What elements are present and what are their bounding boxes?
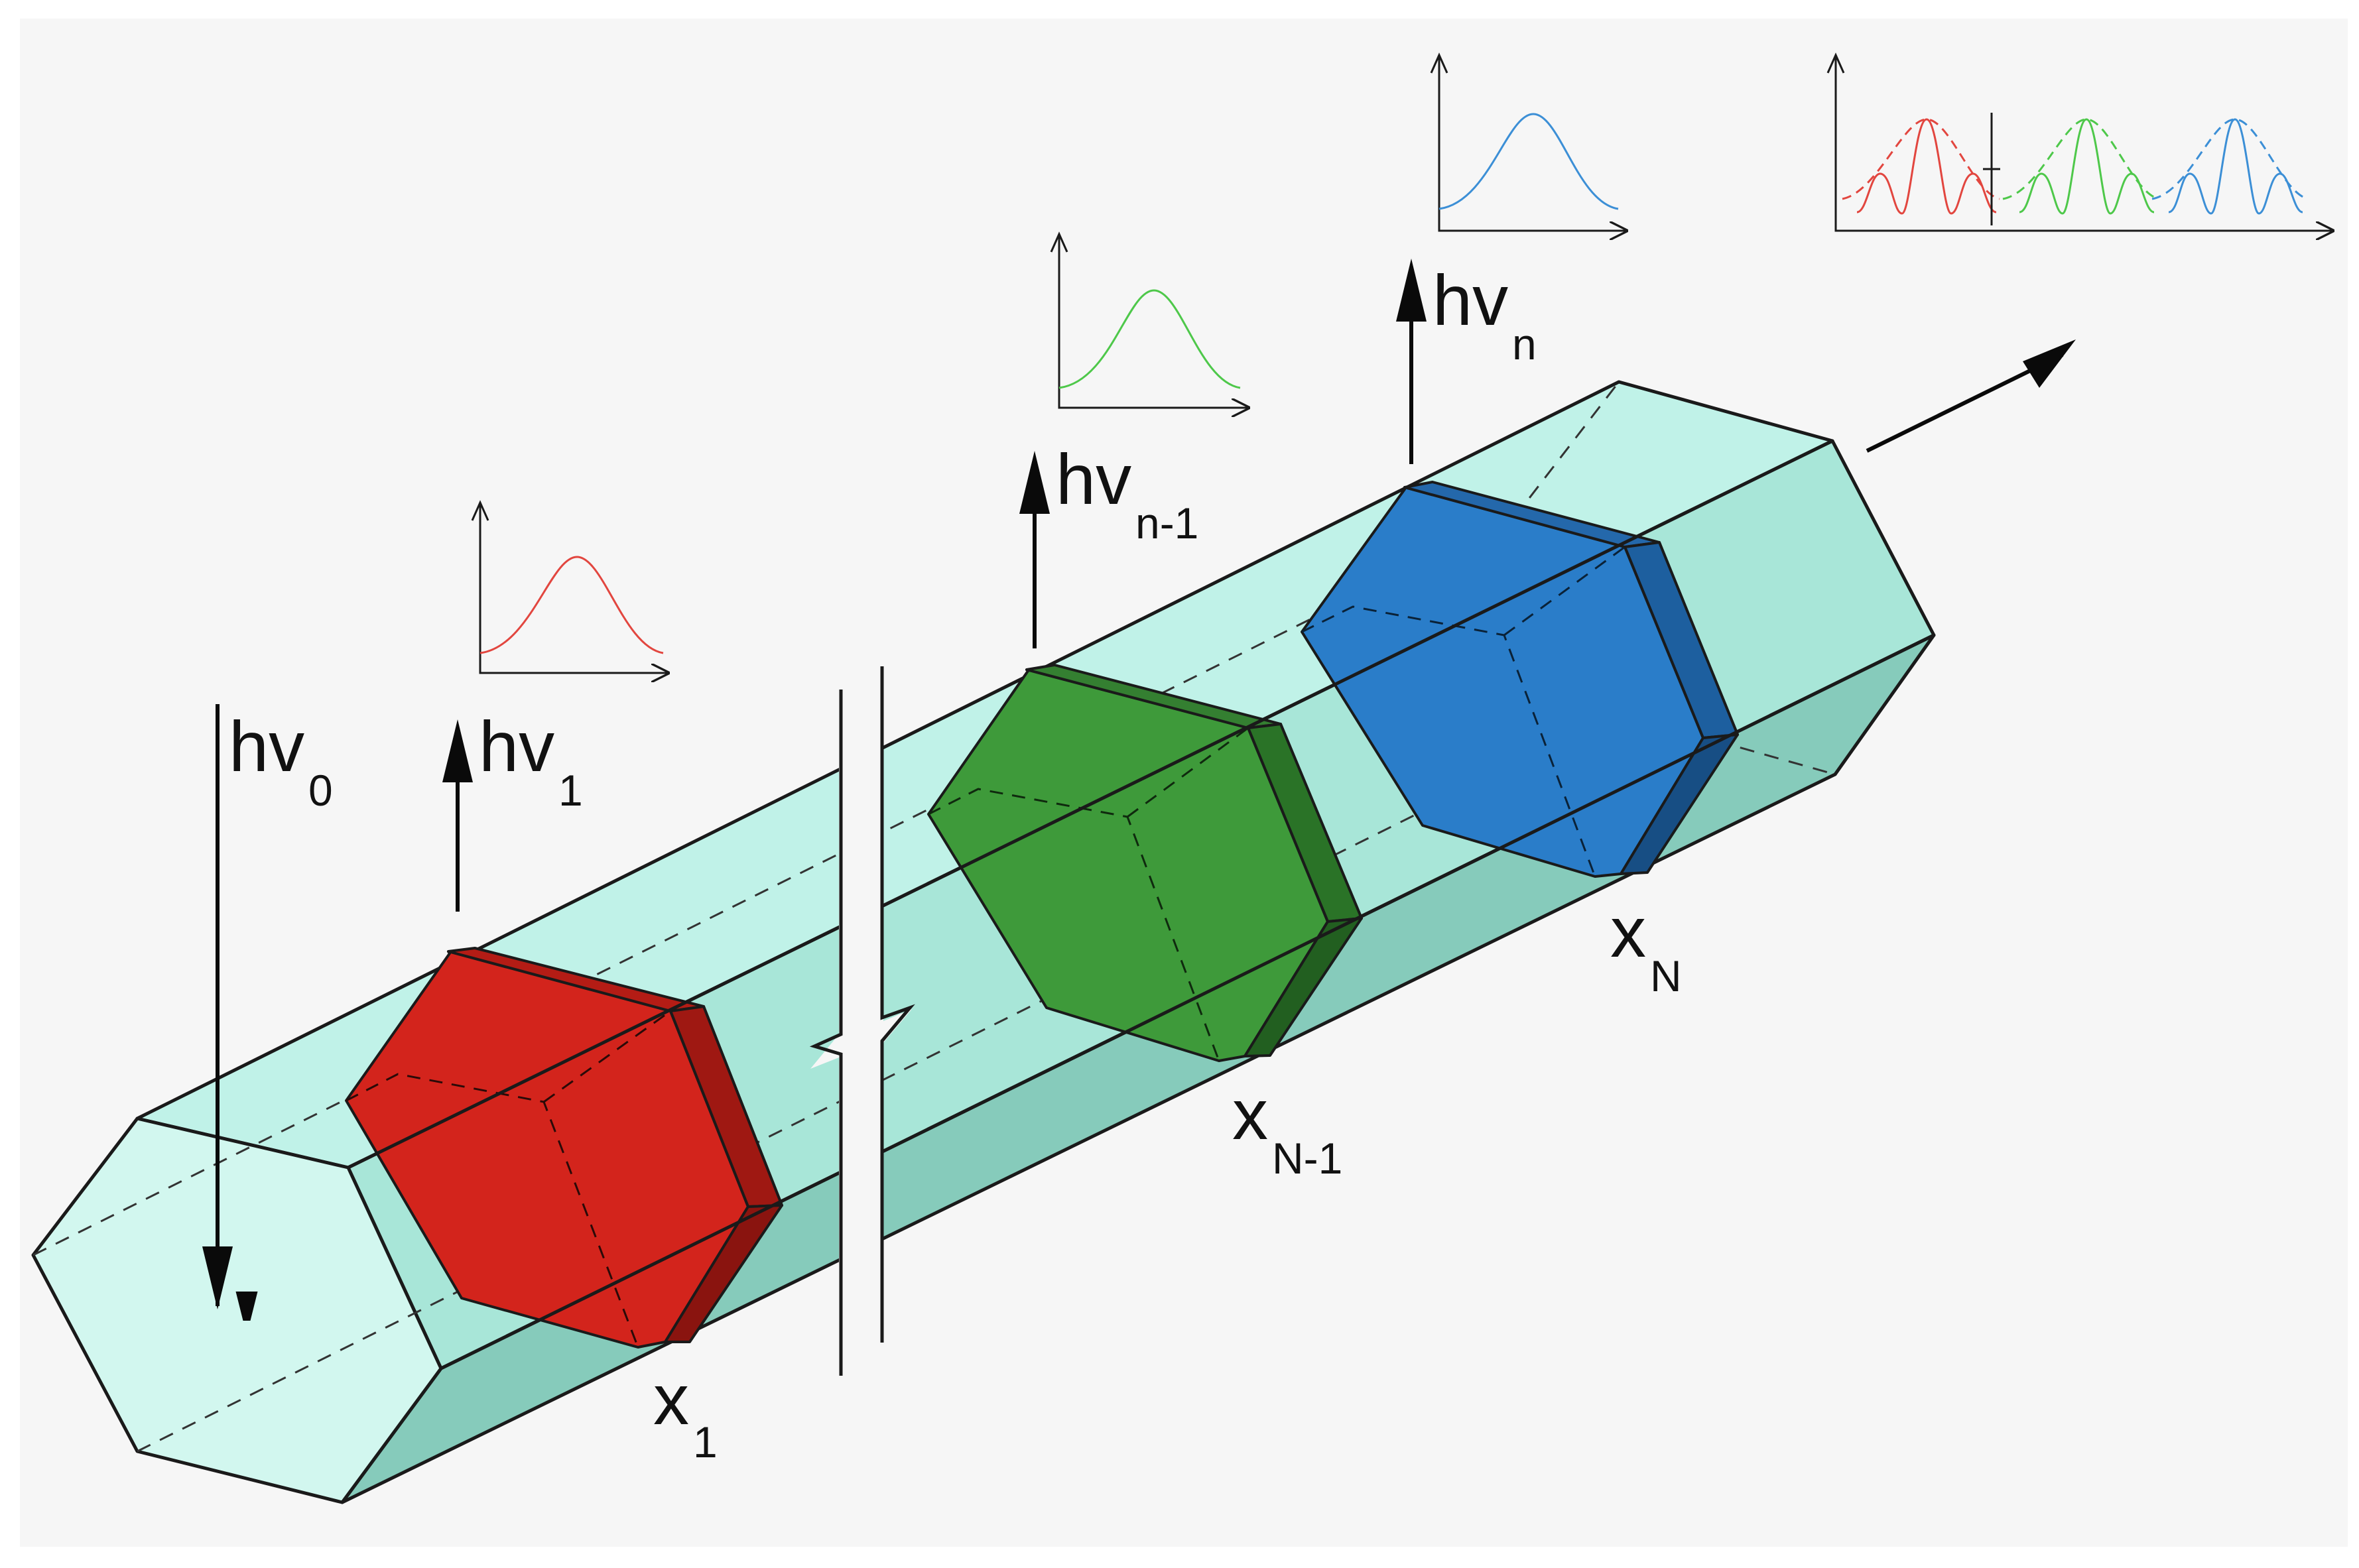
spectrum-inset-green (1058, 235, 1250, 408)
spectrum-inset-combined (1834, 56, 2334, 231)
label-x1: x 1 (653, 1359, 718, 1467)
label-hv1: hv 1 (479, 706, 583, 815)
red-crystal (345, 947, 783, 1349)
green-crystal (927, 664, 1363, 1062)
spectrum-inset-red (479, 504, 670, 673)
spectrum-inset-blue (1438, 56, 1628, 231)
label-xN1: x N-1 (1232, 1074, 1342, 1183)
label-hvn: hv n (1433, 260, 1537, 369)
hvn-arrowhead (1396, 259, 1427, 322)
hvn1-arrowhead (1019, 451, 1050, 514)
hv1-arrowhead (442, 719, 473, 782)
xN1-main: x (1232, 1074, 1268, 1154)
break-mark-icon (809, 666, 915, 1376)
hvn1-main: hv (1056, 439, 1131, 519)
hvn-sub: n (1512, 320, 1537, 369)
x1-sub: 1 (693, 1417, 718, 1467)
hvn1-sub: n-1 (1135, 499, 1198, 548)
label-xN: x N (1610, 892, 1682, 1000)
hv0-arrowhead (202, 1246, 233, 1309)
label-hv0: hv 0 (229, 706, 333, 815)
hv1-main: hv (479, 706, 554, 786)
hv1-sub: 1 (558, 766, 583, 815)
label-hvn1: hv n-1 (1056, 439, 1198, 548)
propagation-arrowhead (2023, 339, 2076, 388)
arrowheads (202, 259, 2076, 1309)
hvn-main: hv (1433, 260, 1508, 340)
xN-main: x (1610, 892, 1646, 972)
xN-sub: N (1650, 951, 1682, 1000)
hv0-main: hv (229, 706, 304, 786)
blue-crystal (1301, 481, 1739, 878)
x1-main: x (653, 1359, 689, 1439)
axis-arrowheads (471, 52, 1845, 521)
rod-edges (347, 439, 1935, 1370)
xN1-sub: N-1 (1272, 1134, 1342, 1183)
hv0-sub: 0 (308, 766, 333, 815)
